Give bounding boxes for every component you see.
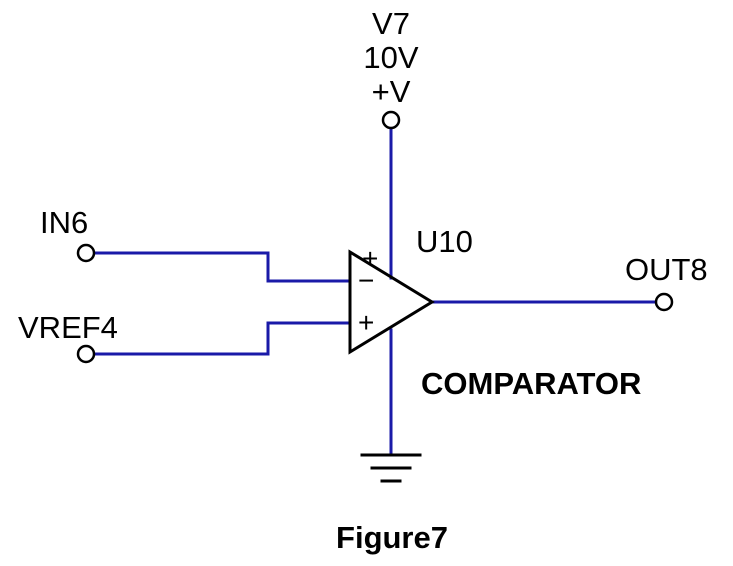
vref4-label: VREF4 bbox=[18, 310, 118, 345]
component-function-label: COMPARATOR bbox=[421, 366, 641, 401]
supply-name-label: V7 bbox=[372, 6, 410, 41]
out8-label: OUT8 bbox=[625, 252, 708, 287]
wires bbox=[94, 128, 657, 454]
ground-symbol-icon bbox=[360, 453, 422, 483]
in6-terminal bbox=[76, 243, 96, 263]
supply-pin-sign: + bbox=[362, 243, 378, 274]
opamp-body bbox=[348, 249, 435, 355]
in6-wire bbox=[94, 251, 352, 283]
out8-terminal bbox=[654, 292, 674, 312]
component-ref-label: U10 bbox=[416, 224, 473, 259]
supply-polarity-label: +V bbox=[372, 74, 411, 109]
supply-value-label: 10V bbox=[363, 40, 418, 75]
vref4-wire bbox=[94, 321, 352, 356]
noninverting-input-sign: + bbox=[358, 307, 374, 338]
vref4-terminal bbox=[76, 344, 96, 364]
figure-caption: Figure7 bbox=[336, 520, 448, 555]
in6-label: IN6 bbox=[40, 205, 88, 240]
supply-terminal bbox=[381, 110, 401, 130]
inverting-input-sign: − bbox=[358, 265, 374, 296]
opamp-triangle-icon bbox=[348, 249, 435, 355]
